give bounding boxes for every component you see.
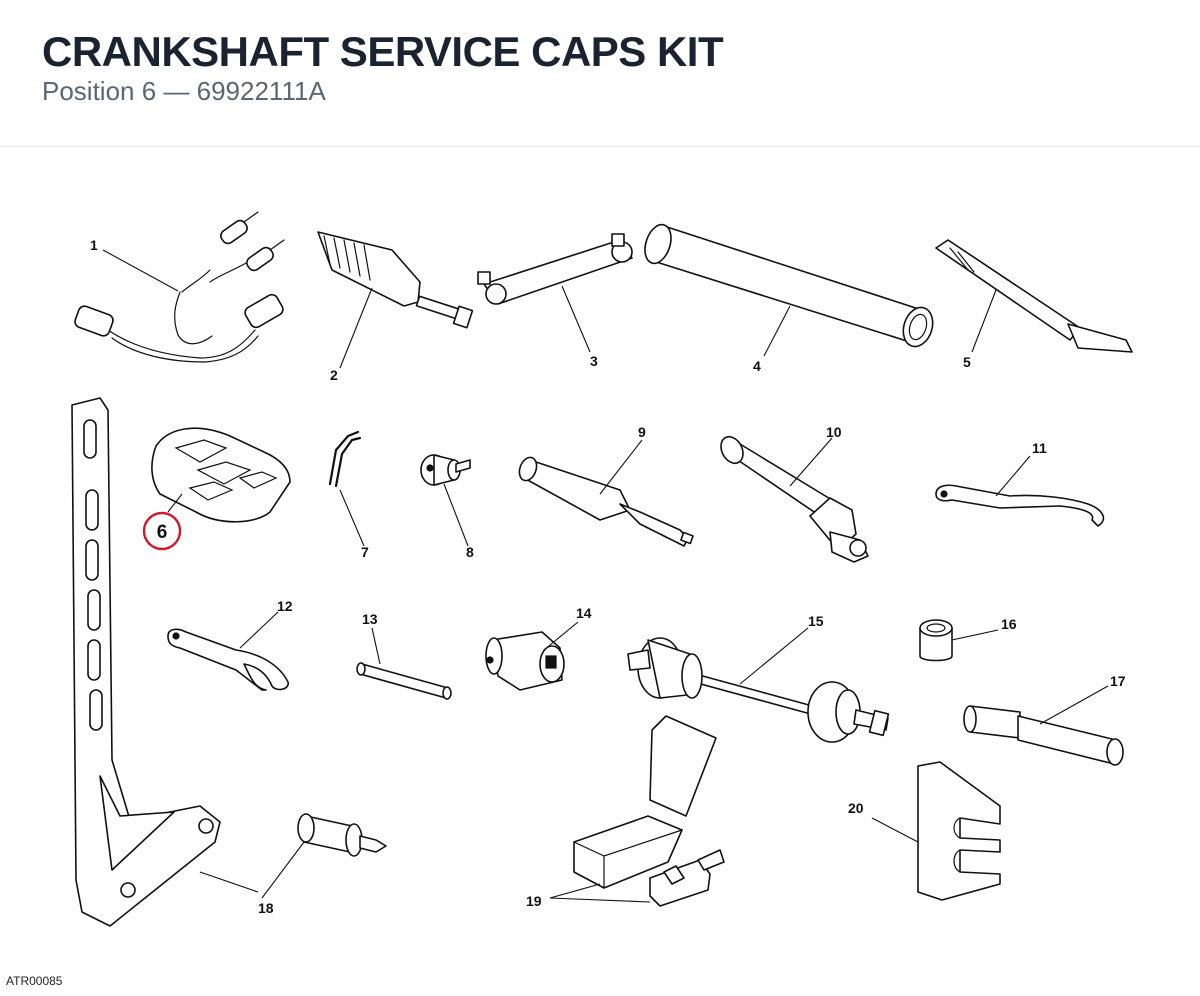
leader-15 [739, 627, 809, 685]
part-11-hook-spanner [935, 484, 1105, 527]
part-9-puller [518, 456, 694, 547]
leader-19a [549, 883, 601, 899]
callout-10: 10 [826, 424, 842, 440]
leader-9 [599, 439, 643, 495]
callout-2: 2 [330, 367, 338, 383]
callout-9: 9 [638, 424, 646, 440]
leader-11 [995, 455, 1031, 497]
leader-13 [371, 627, 381, 665]
callout-14: 14 [576, 605, 592, 621]
callout-12: 12 [277, 598, 293, 614]
callout-6[interactable]: 6 [157, 522, 168, 543]
part-14-socket [485, 631, 565, 691]
leader-4 [763, 305, 791, 357]
callout-5: 5 [963, 354, 971, 370]
exploded-diagram: 1 2 3 4 5 [0, 147, 1200, 991]
part-2-handle [317, 231, 474, 329]
page-title: CRANKSHAFT SERVICE CAPS KIT [42, 28, 724, 75]
part-6-service-cap [151, 427, 291, 523]
callout-16: 16 [1001, 616, 1017, 632]
leader-20 [871, 817, 919, 843]
leader-10 [789, 437, 833, 487]
callout-18: 18 [258, 900, 274, 916]
part-18-pilot-cylinder [297, 813, 387, 857]
leader-7 [339, 489, 365, 547]
leader-6 [167, 493, 183, 513]
drawing-code: ATR00085 [6, 974, 63, 988]
leader-19b [549, 897, 651, 903]
callout-1: 1 [90, 237, 98, 253]
part-10-sleeve [720, 435, 869, 563]
part-13-pin-rod [356, 662, 452, 700]
leader-5 [971, 289, 997, 353]
callout-6-highlight-ring [142, 511, 182, 551]
leader-18 [199, 871, 259, 893]
leader-16 [951, 629, 999, 641]
part-1-cable-harness [74, 211, 285, 363]
callout-3: 3 [590, 353, 598, 369]
part-8-stud-cylinder [420, 454, 471, 486]
part-4-tube [644, 223, 934, 348]
callout-17: 17 [1110, 673, 1126, 689]
leader-14 [543, 621, 579, 651]
callout-7: 7 [361, 544, 369, 560]
part-20-slotted-plate [917, 761, 1001, 901]
callout-4: 4 [753, 358, 761, 374]
part-3-flat-bar [477, 233, 633, 305]
callout-13: 13 [362, 611, 378, 627]
part-7-bent-pin [328, 430, 362, 488]
callout-11: 11 [1032, 440, 1047, 456]
callout-19: 19 [526, 893, 542, 909]
page-subtitle: Position 6 — 69922111A [42, 76, 326, 106]
leader-8 [443, 483, 469, 547]
callout-20: 20 [848, 800, 864, 816]
part-12-c-spanner [167, 628, 289, 691]
part-5-rod [935, 239, 1133, 353]
part-18-frame [71, 397, 221, 927]
callout-8: 8 [466, 544, 474, 560]
leader-2 [339, 287, 373, 369]
leader-18b [261, 841, 305, 899]
part-16-bush [919, 619, 953, 662]
page-header: CRANKSHAFT SERVICE CAPS KIT Position 6 —… [0, 0, 1200, 147]
part-19-box-fixture [573, 715, 725, 907]
part-15-disc-puller [627, 637, 890, 743]
part-17-stepped-shaft [963, 705, 1124, 766]
leader-1 [102, 249, 179, 292]
callout-15: 15 [808, 613, 824, 629]
leader-3 [561, 285, 591, 353]
leader-12 [239, 611, 279, 649]
leader-17 [1039, 685, 1109, 725]
